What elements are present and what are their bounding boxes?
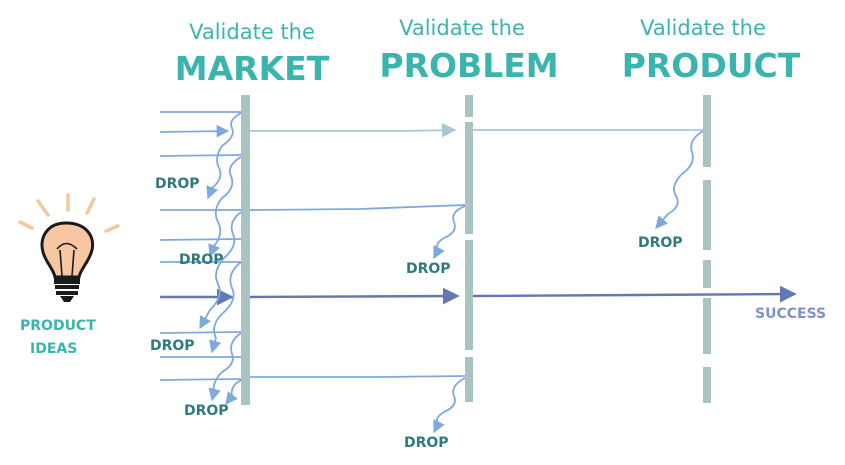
drop-label: DROP <box>406 261 451 277</box>
stage-sub-label: Validate the <box>189 20 315 44</box>
gate-product <box>703 95 711 403</box>
gate-problem <box>465 95 473 402</box>
drop-label: DROP <box>184 403 229 419</box>
drop-label: DROP <box>155 176 200 192</box>
product-ideas-label-line1: PRODUCT <box>20 318 96 334</box>
stage-main-label: PRODUCT <box>622 46 801 85</box>
lightbulb-icon <box>18 193 120 302</box>
stage-heading-product: Validate the PRODUCT <box>622 16 801 85</box>
drop-label: DROP <box>404 435 449 451</box>
stage-main-label: MARKET <box>175 49 330 88</box>
product-ideas-label-line2: IDEAS <box>30 341 77 357</box>
drop-label: DROP <box>150 338 195 354</box>
stage-sub-label: Validate the <box>640 16 766 40</box>
drop-paths <box>199 112 704 434</box>
incoming-idea-lines <box>159 111 242 381</box>
stage-main-label: PROBLEM <box>379 46 558 85</box>
stage-sub-label: Validate the <box>399 16 525 40</box>
stage-heading-market: Validate the MARKET <box>175 20 330 88</box>
gate-market <box>241 95 250 405</box>
drop-label: DROP <box>638 235 683 251</box>
flow-paths <box>249 123 797 378</box>
stage-heading-problem: Validate the PROBLEM <box>379 16 558 85</box>
drop-label: DROP <box>179 252 224 268</box>
success-label: SUCCESS <box>755 306 826 322</box>
